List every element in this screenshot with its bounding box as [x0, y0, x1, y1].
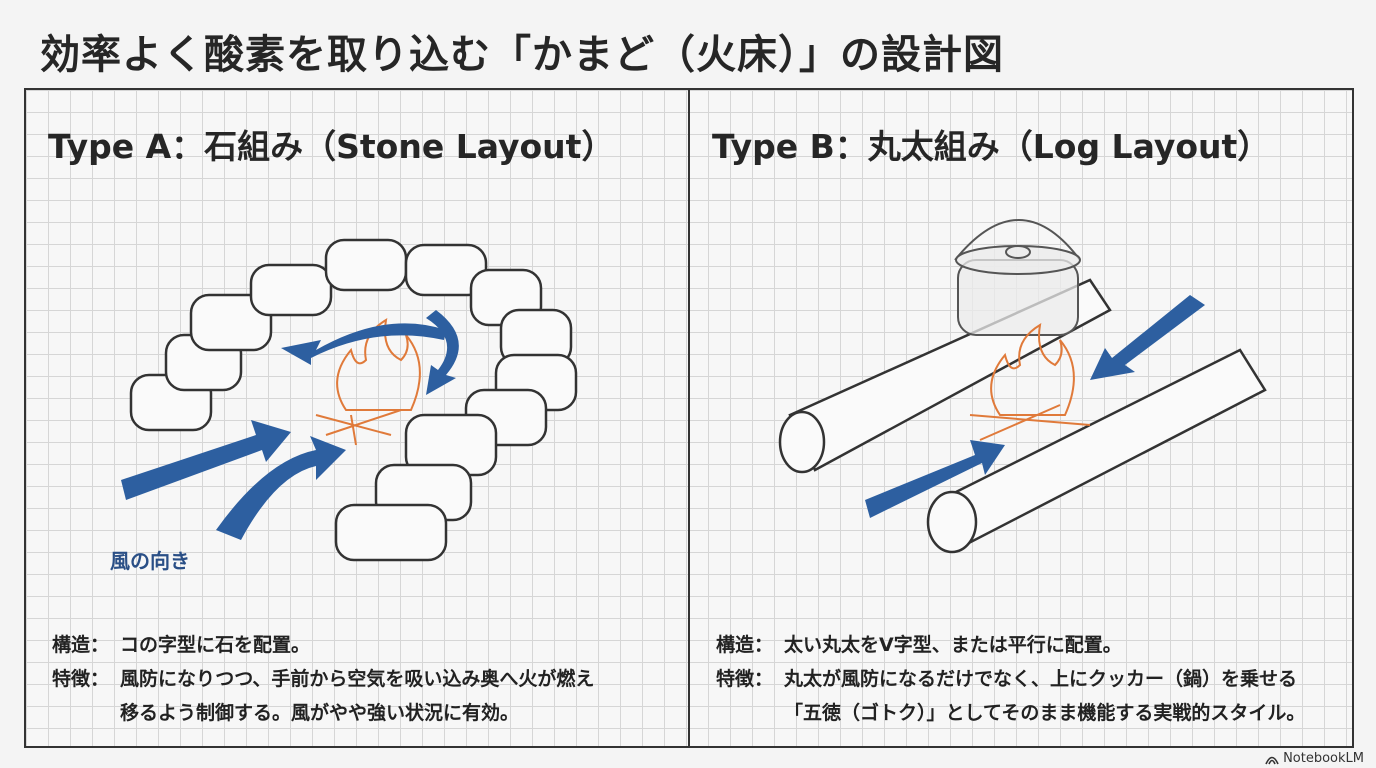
- wind-arrows: [121, 310, 459, 540]
- diagram-frame: Type A：石組み（Stone Layout）: [24, 88, 1354, 748]
- wind-direction-label: 風の向き: [110, 549, 190, 573]
- structure-label: 構造：: [52, 634, 110, 656]
- feature-label: 特徴：: [52, 668, 110, 690]
- feature-text-line-1: 丸太が風防になるだけでなく、上にクッカー（鍋）を乗せる: [784, 668, 1298, 690]
- structure-text: 太い丸太をV字型、または平行に配置。: [784, 634, 1122, 656]
- watermark-text: NotebookLM: [1283, 751, 1364, 766]
- stones: [129, 238, 578, 562]
- feature-text-line-2: 移るよう制御する。風がやや強い状況に有効。: [120, 702, 520, 724]
- panel-log-layout: Type B：丸太組み（Log Layout）: [690, 90, 1352, 746]
- stone-fire-pit-illustration: [121, 238, 578, 562]
- feature-text-line-1: 風防になりつつ、手前から空気を吸い込み奥へ火が燃え: [120, 668, 595, 690]
- notebooklm-logo-icon: [1265, 756, 1279, 764]
- fire-icon: [969, 323, 1091, 441]
- page-title: 効率よく酸素を取り込む「かまど（火床）」の設計図: [40, 32, 1004, 78]
- log-description: 構造： 太い丸太をV字型、または平行に配置。 特徴： 丸太が風防になるだけでなく、上…: [716, 628, 1305, 730]
- panel-heading: Type A：石組み（Stone Layout）: [48, 127, 615, 166]
- panel-stone-layout: Type A：石組み（Stone Layout）: [26, 90, 688, 746]
- log-fire-pit-illustration: [778, 219, 1267, 554]
- wind-arrows: [865, 295, 1205, 518]
- panel-heading: Type B：丸太組み（Log Layout）: [712, 127, 1271, 166]
- feature-text-line-2: 「五徳（ゴトク）」としてそのまま機能する実戦的スタイル。: [784, 702, 1306, 724]
- watermark: NotebookLM: [1265, 751, 1364, 766]
- pot-icon: [954, 219, 1081, 336]
- stone-description: 構造： コの字型に石を配置。 特徴： 風防になりつつ、手前から空気を吸い込み奥へ火が…: [52, 628, 594, 730]
- feature-label: 特徴：: [716, 668, 774, 690]
- fire-icon: [315, 318, 421, 446]
- structure-text: コの字型に石を配置。: [120, 634, 311, 656]
- structure-label: 構造：: [716, 634, 774, 656]
- panel-divider: [688, 90, 690, 746]
